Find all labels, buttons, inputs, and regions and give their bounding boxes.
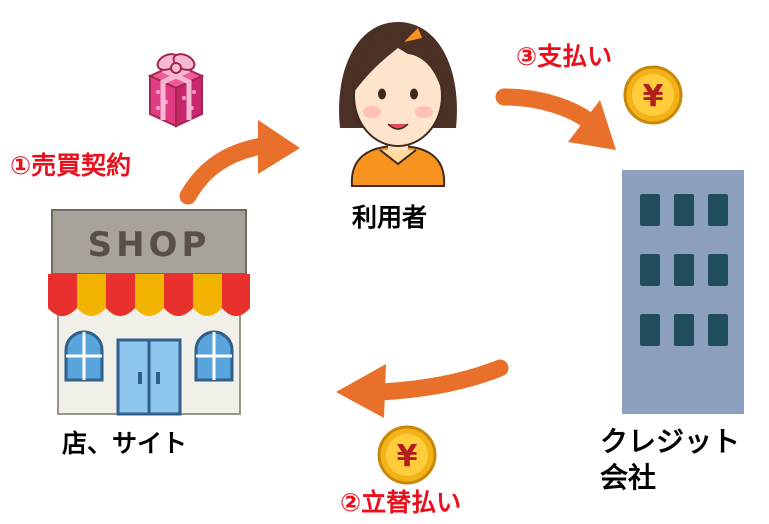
woman-user-icon [339, 22, 457, 187]
company-label-line2: 会社 [600, 461, 657, 494]
user-label: 利用者 [352, 203, 428, 232]
yen-coin-icon: ¥ [623, 65, 683, 125]
shop-label: 店、サイト [62, 429, 188, 458]
step1-label: ①売買契約 [10, 151, 132, 180]
svg-text:¥: ¥ [643, 79, 664, 114]
shop-sign-text: SHOP [88, 225, 211, 265]
company-label-line1: クレジット [600, 425, 741, 458]
arrow-shop-to-user [179, 120, 300, 205]
yen-coin-icon: ¥ [377, 425, 437, 485]
office-building-icon [622, 170, 744, 414]
gift-box-icon [147, 53, 205, 128]
shop-awning [48, 274, 250, 316]
step3-label: ③支払い [516, 42, 613, 71]
shop-door [116, 338, 182, 416]
arrow-user-to-company [495, 88, 616, 150]
step2-label: ②立替払い [340, 488, 462, 517]
shop-window-left [64, 330, 104, 382]
shop-window-right [194, 330, 234, 382]
arrow-company-to-shop [336, 359, 509, 418]
svg-text:¥: ¥ [397, 439, 418, 474]
shop-building-icon: SHOP [48, 209, 250, 416]
